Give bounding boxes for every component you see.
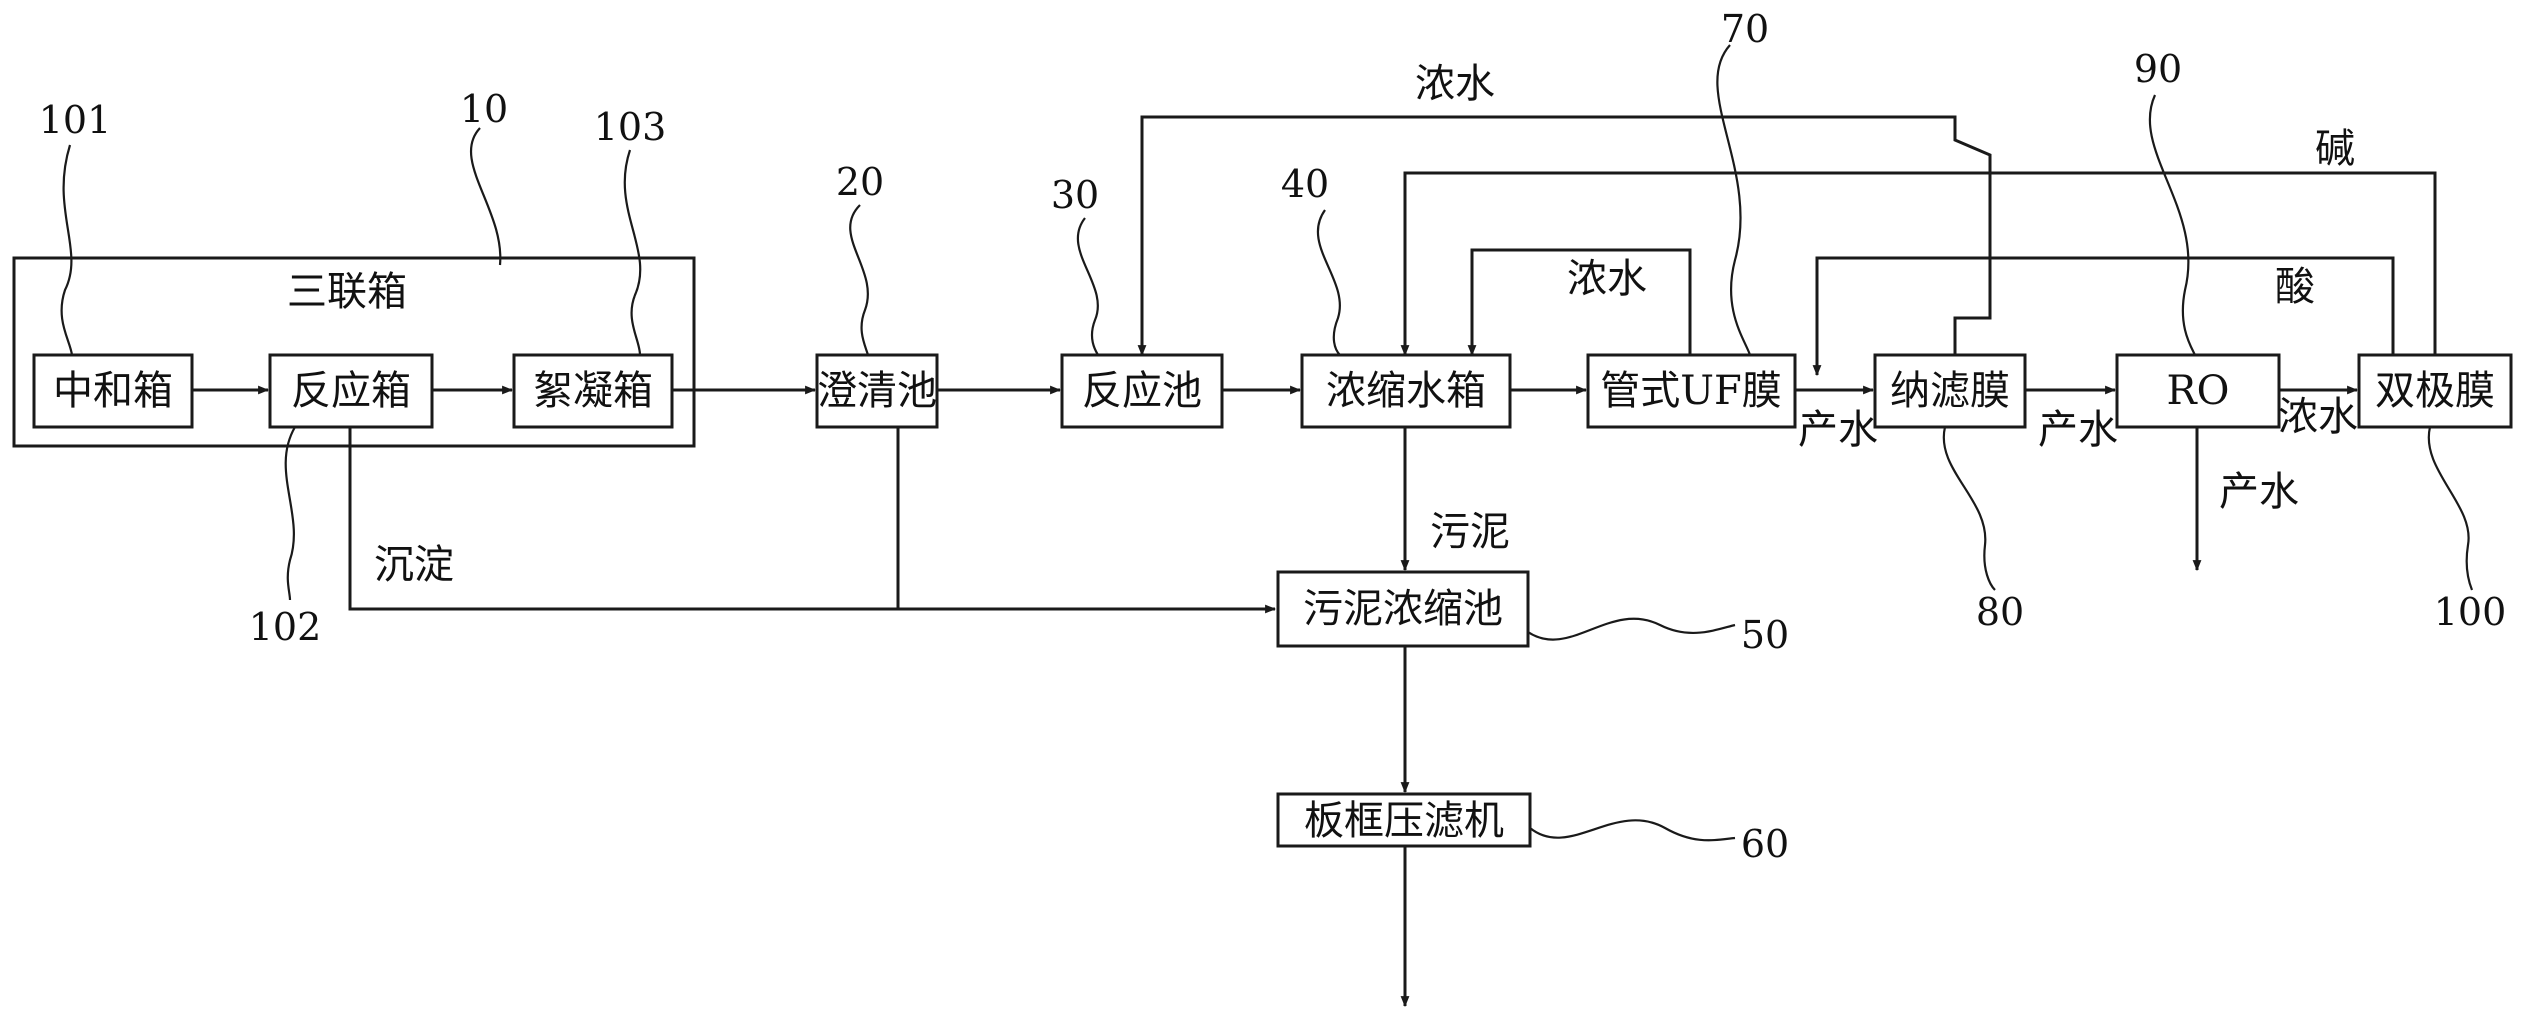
bipolar-membrane-label: 双极膜 — [2375, 368, 2495, 414]
flow-sediment-to-sludge — [348, 427, 1277, 614]
reference-leaders — [60, 44, 2474, 842]
alkali-label: 碱 — [2315, 126, 2355, 172]
ref-10: 10 — [460, 87, 508, 131]
leader-70 — [1716, 44, 1752, 356]
reference-numerals: 101 10 103 102 20 30 40 70 90 80 100 50 … — [39, 7, 2507, 866]
ref-101: 101 — [39, 98, 112, 142]
process-boxes: 中和箱 反应箱 絮凝箱 澄清池 反应池 浓缩水箱 管式UF膜 纳滤膜 RO 双极… — [32, 353, 2513, 848]
leader-101 — [60, 144, 74, 356]
sediment-label: 沉淀 — [374, 542, 454, 588]
trio-tank-label: 三联箱 — [287, 269, 407, 315]
flow-lines — [193, 115, 2437, 1008]
flocculation-tank-label: 絮凝箱 — [533, 368, 653, 414]
trio-tank-frame — [12, 256, 696, 448]
bipolar-membrane-box — [2357, 353, 2513, 429]
leader-10 — [469, 127, 502, 266]
sludge-thickener-label: 污泥浓缩池 — [1303, 586, 1503, 632]
leader-20 — [849, 204, 870, 356]
nanofiltration-label: 纳滤膜 — [1890, 368, 2010, 414]
ref-100: 100 — [2434, 590, 2507, 634]
ref-80: 80 — [1976, 590, 2024, 634]
ref-90: 90 — [2134, 47, 2182, 91]
ref-20: 20 — [836, 160, 884, 204]
concentrate-tank-box — [1300, 353, 1512, 429]
reaction-tank-label: 反应箱 — [291, 368, 411, 414]
ref-70: 70 — [1721, 7, 1769, 51]
leader-90 — [2148, 94, 2196, 356]
tubular-uf-label: 管式UF膜 — [1600, 368, 1781, 414]
flow-labels: 浓水 浓水 碱 酸 产水 产水 产水 浓水 污泥 沉淀 — [374, 61, 2358, 588]
acid-label: 酸 — [2275, 264, 2315, 310]
product-nf-label: 产水 — [2038, 407, 2118, 453]
ref-102: 102 — [249, 605, 322, 649]
flow-nf-concentrate-to-reactionpool — [1137, 115, 1992, 357]
concentrate-tank-label: 浓缩水箱 — [1326, 368, 1486, 414]
flocculation-tank-box — [512, 353, 674, 429]
leader-40 — [1317, 209, 1341, 356]
reaction-pool-label: 反应池 — [1082, 368, 1202, 414]
concentrate-ro-label: 浓水 — [2278, 394, 2358, 440]
nanofiltration-box — [1873, 353, 2027, 429]
clarifier-label: 澄清池 — [817, 368, 937, 414]
leader-50 — [1527, 617, 1736, 641]
sludge-thickener-box — [1276, 570, 1530, 648]
reaction-pool-box — [1060, 353, 1224, 429]
flow-uf-concentrate-to-tank — [1467, 248, 1692, 357]
ref-103: 103 — [594, 105, 667, 149]
neutralization-tank-label: 中和箱 — [53, 368, 173, 414]
flow-alkali-to-tank — [1400, 171, 2437, 357]
ro-box — [2115, 353, 2281, 429]
concentrate-uf-label: 浓水 — [1567, 256, 1647, 302]
clarifier-box — [815, 353, 939, 429]
ref-30: 30 — [1051, 173, 1099, 217]
sludge-label: 污泥 — [1430, 509, 1510, 555]
leader-100 — [2427, 426, 2474, 591]
leader-30 — [1077, 217, 1099, 356]
ref-50: 50 — [1741, 613, 1789, 657]
product-uf-label: 产水 — [1798, 407, 1878, 453]
filter-press-box — [1276, 792, 1532, 848]
ref-60: 60 — [1741, 822, 1789, 866]
ref-40: 40 — [1281, 162, 1329, 206]
neutralization-tank-box — [32, 353, 194, 429]
leader-103 — [623, 149, 642, 356]
leader-80 — [1942, 426, 1996, 591]
leader-60 — [1529, 819, 1736, 842]
filter-press-label: 板框压滤机 — [1304, 798, 1504, 844]
concentrate-top-label: 浓水 — [1415, 61, 1495, 107]
ro-label: RO — [2167, 368, 2230, 414]
tubular-uf-box — [1586, 353, 1797, 429]
product-ro-label: 产水 — [2219, 469, 2299, 515]
flow-acid-to-nf — [1812, 256, 2395, 377]
reaction-tank-box — [268, 353, 434, 429]
leader-102 — [284, 426, 296, 601]
